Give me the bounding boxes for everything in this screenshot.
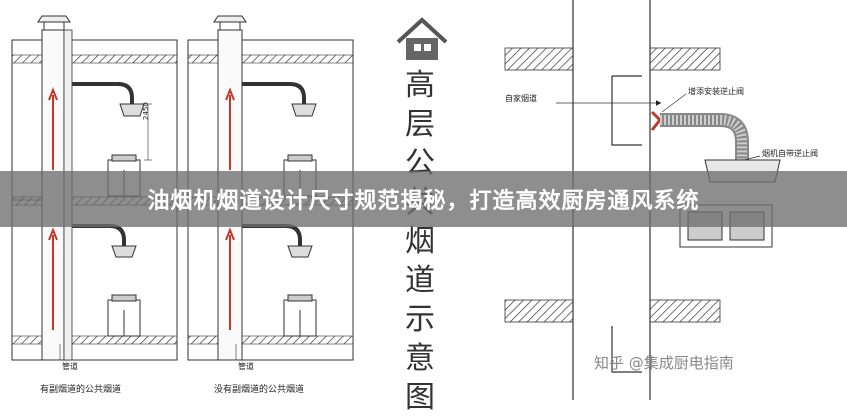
title-char: 层 xyxy=(405,107,435,142)
title-char: 道 xyxy=(405,263,435,298)
title-char: 烟 xyxy=(405,224,435,259)
range-hood xyxy=(287,245,313,258)
banner-title: 油烟机烟道设计尺寸规范揭秘，打造高效厨房通风系统 xyxy=(147,189,700,214)
floor-slab xyxy=(11,335,178,345)
caption-with-sub-flue: 有副烟道的公共烟道 xyxy=(40,385,122,395)
check-valve xyxy=(650,110,663,131)
hood-duct xyxy=(242,82,306,104)
chimney-cap xyxy=(213,15,247,23)
floor-slab xyxy=(649,47,721,71)
label-hood-valve: 烟机自带逆止阀 xyxy=(762,149,818,158)
range-hood xyxy=(111,245,137,258)
label-add-valve: 增添安装逆止阀 xyxy=(688,87,744,96)
leader-hood-valve xyxy=(743,155,761,161)
floor-slab xyxy=(649,299,721,323)
label-own-flue: 自家烟道 xyxy=(505,94,537,103)
floor-slab xyxy=(187,54,354,64)
title-char: 示 xyxy=(405,302,435,337)
leader-add-valve xyxy=(661,93,687,113)
floor-slab xyxy=(187,335,354,345)
floor-label: 管道 xyxy=(62,362,78,371)
title-char: 高 xyxy=(405,68,435,103)
floor-slab xyxy=(11,54,178,64)
vertical-title: 高 层 公 共 烟 道 示 意 图 xyxy=(398,66,442,417)
floor-slab xyxy=(504,47,574,71)
own-flue-outline xyxy=(611,75,642,146)
corrugated-duct xyxy=(660,113,749,160)
title-char: 意 xyxy=(405,341,435,376)
watermark: 知乎 @集成厨电指南 xyxy=(594,354,734,372)
floor-label: 管道 xyxy=(238,362,254,371)
floor-slab xyxy=(504,299,574,323)
range-hood xyxy=(119,103,145,117)
title-char: 图 xyxy=(405,380,435,415)
hood-duct xyxy=(242,224,302,246)
chimney-cap xyxy=(37,15,71,23)
title-banner: 油烟机烟道设计尺寸规范揭秘，打造高效厨房通风系统 xyxy=(0,171,847,227)
hood-duct xyxy=(72,224,126,246)
hood-duct xyxy=(72,82,134,104)
range-hood xyxy=(291,103,317,117)
house-icon xyxy=(396,17,448,60)
dimension-label: 2450 xyxy=(142,102,150,120)
caption-no-sub-flue: 没有副烟道的公共烟道 xyxy=(214,385,305,395)
